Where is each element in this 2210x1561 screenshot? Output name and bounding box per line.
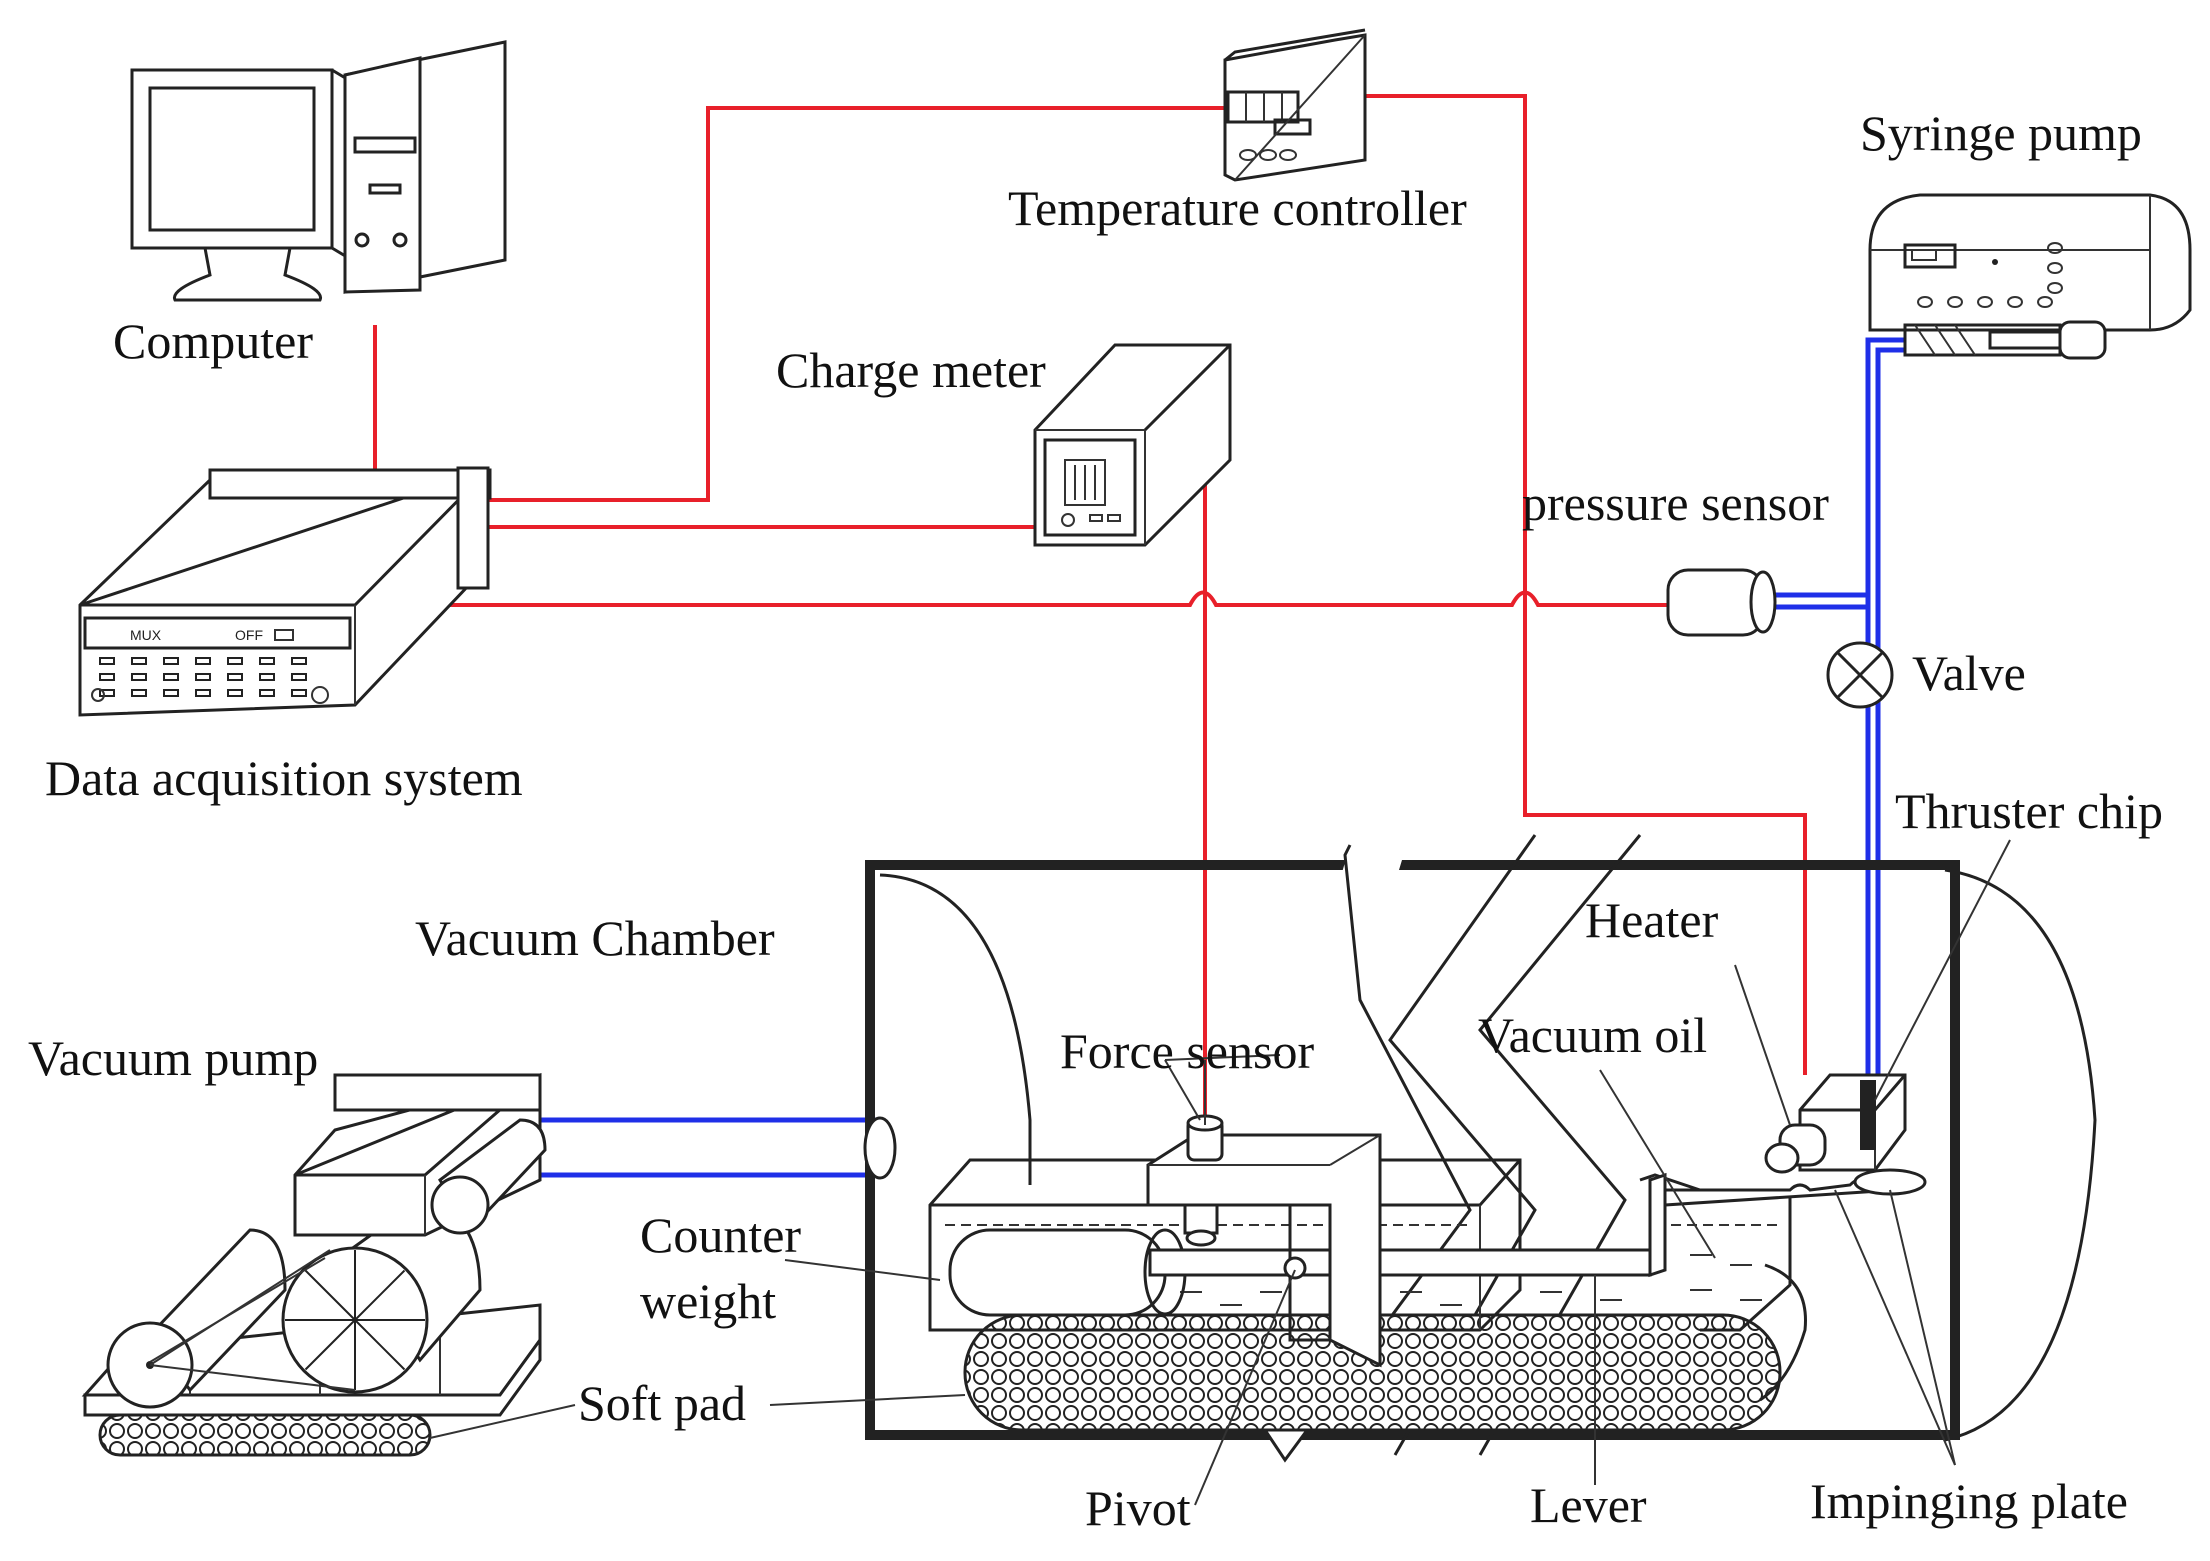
syringe-thruster-line-2 [1875, 347, 1905, 1075]
counter-label: Counter [640, 1207, 801, 1263]
syringe-pump-icon [1868, 193, 2192, 360]
soft-pad-label: Soft pad [578, 1375, 746, 1431]
daq-button [259, 657, 275, 665]
daq-button [227, 657, 243, 665]
daq-button [259, 689, 275, 697]
vacuum-chamber-icon [769, 834, 2097, 1506]
electrical-wiring [373, 94, 1807, 1125]
daq-button [131, 689, 147, 697]
daq-button [163, 657, 179, 665]
daq-button-panel [99, 657, 307, 697]
daq-button [131, 657, 147, 665]
daq-temperature-wire [488, 106, 1225, 502]
vacuum-pump-icon [81, 1073, 897, 1457]
syringe-pump-label: Syringe pump [1860, 105, 2142, 161]
oil-surface-marks [1180, 1254, 1762, 1306]
daq-button [163, 673, 179, 681]
daq-button [291, 657, 307, 665]
daq-button [227, 689, 243, 697]
wheel-spoke [354, 1319, 406, 1371]
wheel-spoke [354, 1269, 406, 1321]
daq-button [163, 689, 179, 697]
daq-button [99, 657, 115, 665]
daq-button [291, 673, 307, 681]
data-acquisition-icon: MUX OFF [78, 466, 492, 717]
daq-button [99, 673, 115, 681]
charge-meter-label: Charge meter [776, 342, 1046, 398]
charge-meter-icon [1033, 343, 1232, 547]
daq-off-text: OFF [235, 627, 263, 643]
computer-icon [130, 40, 507, 302]
temperature-controller-label: Temperature controller [1008, 180, 1467, 236]
daq-button [227, 673, 243, 681]
daq-button [195, 673, 211, 681]
heater-label: Heater [1585, 892, 1719, 948]
wheel-spokes [285, 1250, 425, 1390]
lever-label: Lever [1530, 1477, 1647, 1533]
pressure-sensor-icon [1666, 568, 1777, 637]
syringe-thruster-line [1865, 337, 1905, 1075]
daq-button [131, 673, 147, 681]
wheel-spoke [304, 1269, 356, 1321]
valve-icon [1826, 641, 1894, 709]
daq-button [195, 657, 211, 665]
pivot-label: Pivot [1085, 1480, 1191, 1536]
vacuum-oil-label: Vacuum oil [1478, 1007, 1707, 1063]
daq-mux-text: MUX [130, 627, 162, 643]
impinging-plate-label: Impinging plate [1810, 1473, 2128, 1529]
weight-label: weight [640, 1273, 776, 1329]
daq-button [195, 689, 211, 697]
soft-pad-leader [429, 1404, 576, 1439]
thruster-chip-label: Thruster chip [1895, 783, 2163, 839]
vacuum-chamber-label: Vacuum Chamber [415, 910, 775, 966]
force-sensor-label: Force sensor [1060, 1023, 1314, 1079]
computer-label: Computer [113, 313, 313, 369]
daq-pressure-sensor-wire [450, 590, 1668, 607]
pressure-sensor-label: pressure sensor [1522, 475, 1829, 531]
wheel-spoke [304, 1319, 356, 1371]
temperature-controller-icon [1223, 28, 1367, 182]
data-acquisition-label: Data acquisition system [45, 750, 523, 806]
daq-button [291, 689, 307, 697]
fluid-lines [538, 337, 1905, 1178]
valve-label: Valve [1912, 645, 2026, 701]
daq-button [259, 673, 275, 681]
vacuum-pump-label: Vacuum pump [28, 1030, 318, 1086]
daq-button [99, 689, 115, 697]
temperature-heater-wire [1365, 94, 1807, 1075]
